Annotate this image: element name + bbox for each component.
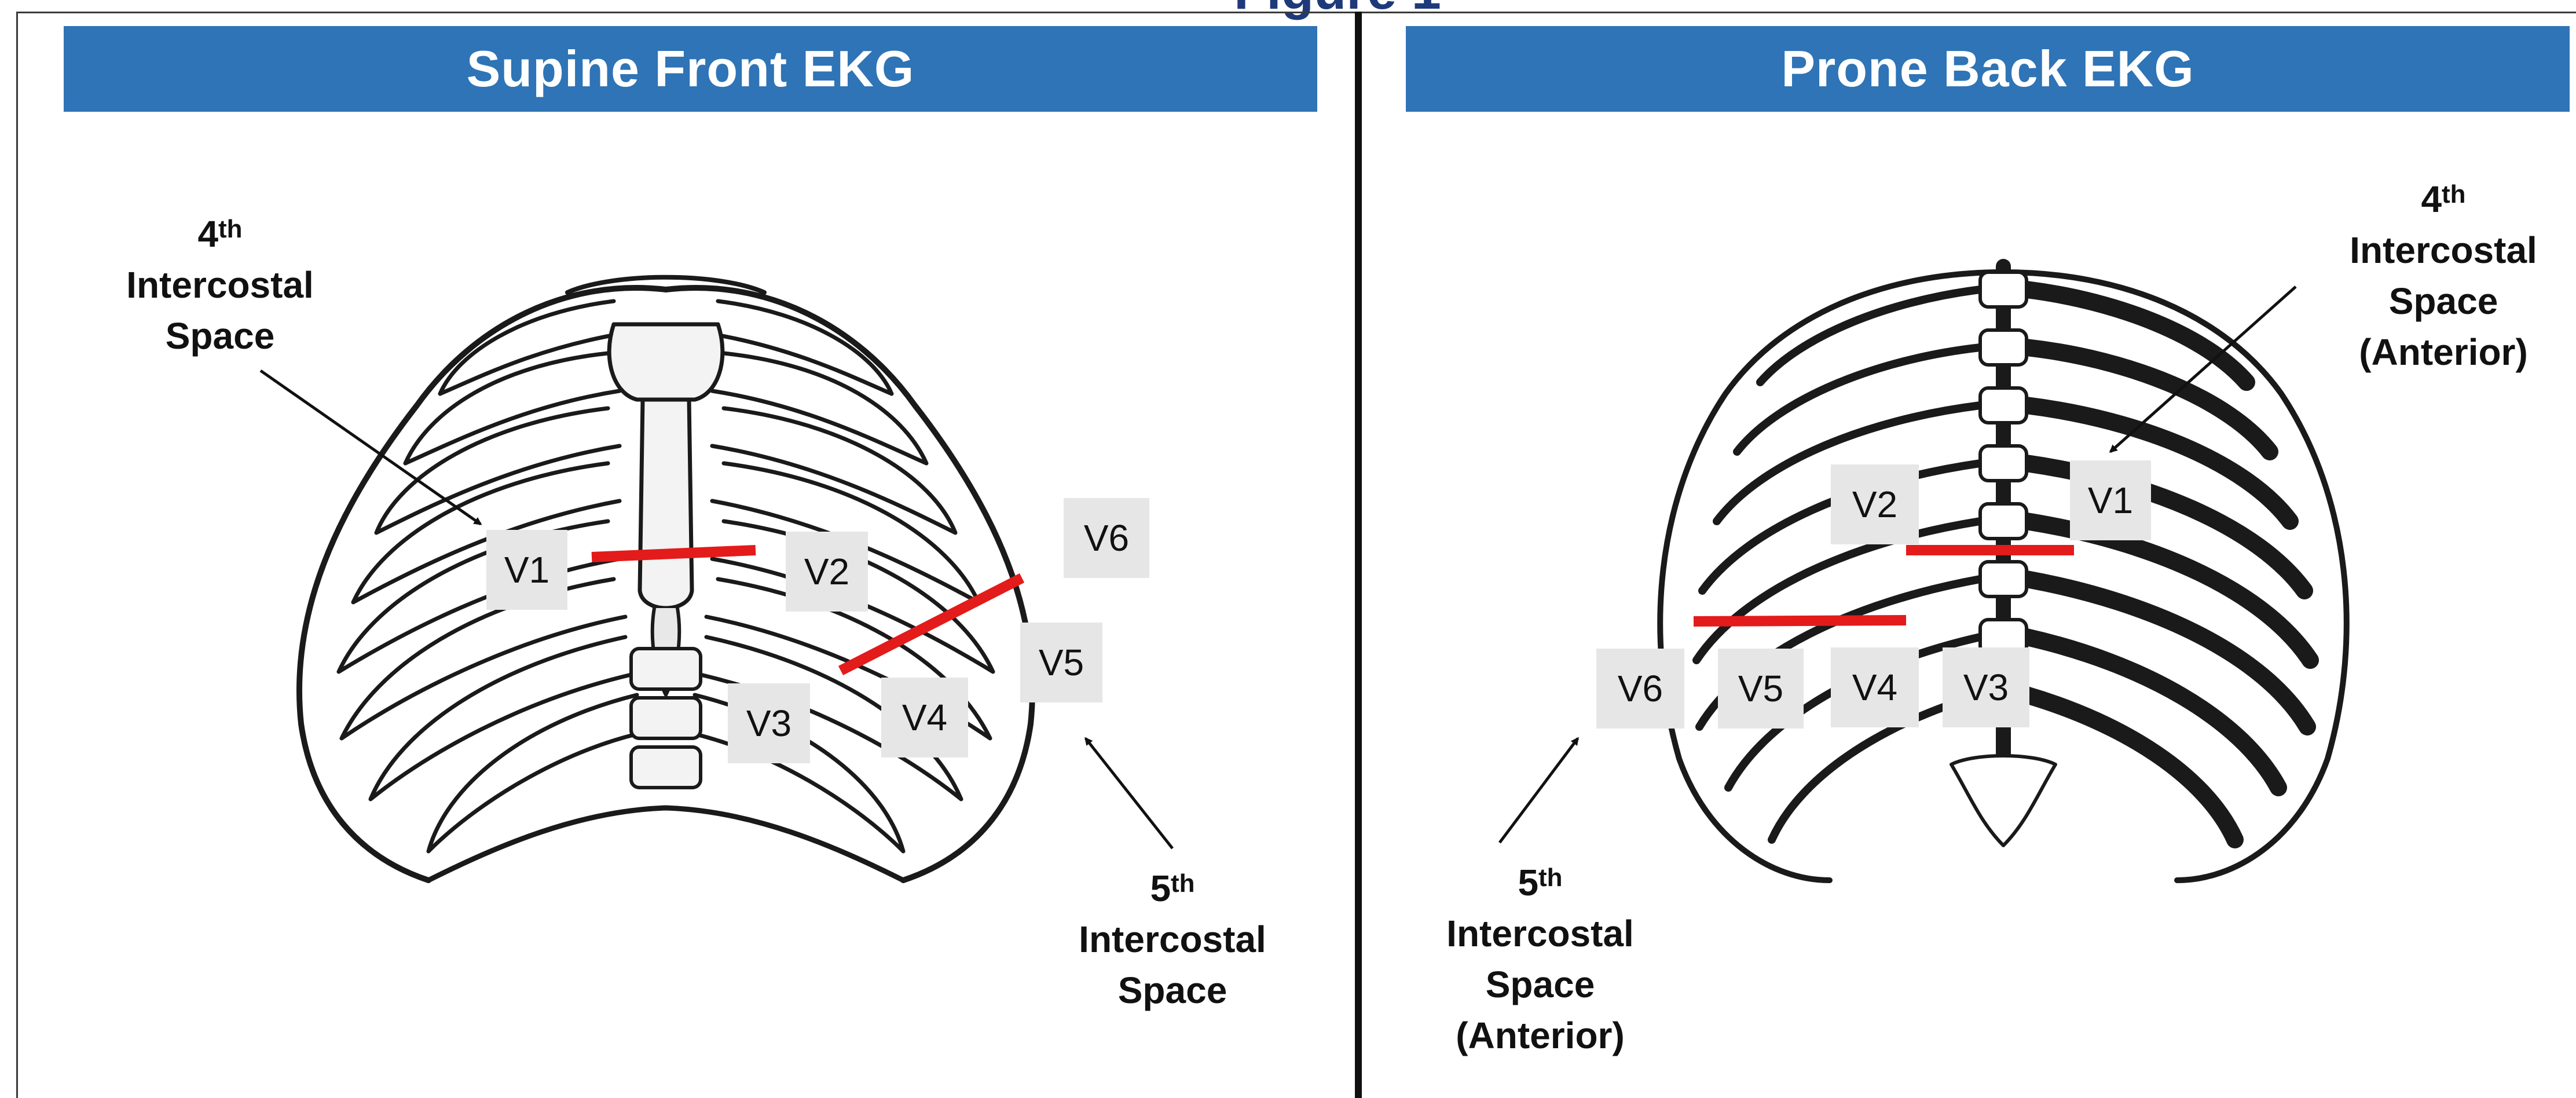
- right-lead-label-v4: V4: [1831, 647, 1919, 727]
- right-v3-v6-placement-line: [1694, 620, 1906, 621]
- back-rib-cage-icon: [1660, 266, 2347, 880]
- left-top-annotation-line1: Intercostal: [93, 259, 347, 310]
- front-rib-cage-icon: [299, 277, 1032, 880]
- left-lead-label-v5: V5: [1020, 623, 1102, 702]
- left-bottom-annotation-line2: Space: [1042, 965, 1303, 1016]
- right-lead-label-v5: V5: [1718, 649, 1804, 729]
- right-top-annotation: 4th Intercostal Space (Anterior): [2316, 174, 2571, 378]
- right-lead-label-v3: V3: [1943, 647, 2029, 727]
- figure-frame-top: [16, 12, 2576, 13]
- right-lead-label-v2: V2: [1831, 464, 1919, 544]
- left-lead-label-v1: V1: [486, 530, 567, 610]
- right-bottom-annotation-line3: (Anterior): [1419, 1010, 1662, 1061]
- left-lead-label-v2: V2: [786, 532, 868, 612]
- right-bottom-annotation-arrow: [1500, 738, 1578, 843]
- right-top-annotation-line2: Space: [2316, 276, 2571, 327]
- left-v1-v2-placement-line: [592, 550, 756, 557]
- left-bottom-annotation-arrow: [1086, 738, 1172, 848]
- panel-divider: [1355, 12, 1362, 1098]
- left-bottom-annotation-line1: Intercostal: [1042, 914, 1303, 965]
- right-top-annotation-line1: Intercostal: [2316, 225, 2571, 276]
- left-bottom-annotation: 5th Intercostal Space: [1042, 863, 1303, 1016]
- left-lead-label-v4: V4: [881, 678, 968, 757]
- right-panel-header: Prone Back EKG: [1406, 26, 2570, 112]
- right-top-annotation-arrow: [2110, 287, 2296, 452]
- right-bottom-annotation-line1: Intercostal: [1419, 908, 1662, 959]
- left-lead-label-v6: V6: [1064, 498, 1149, 578]
- right-bottom-annotation: 5th Intercostal Space (Anterior): [1419, 857, 1662, 1061]
- left-top-annotation-arrow: [261, 371, 481, 524]
- left-top-annotation: 4th Intercostal Space: [93, 208, 347, 361]
- right-lead-label-v1: V1: [2070, 460, 2151, 540]
- figure-title: Figure 1: [1204, 0, 1471, 17]
- right-lead-label-v6: V6: [1596, 649, 1684, 729]
- left-panel-header: Supine Front EKG: [64, 26, 1317, 112]
- left-lead-label-v3: V3: [728, 683, 810, 763]
- left-top-annotation-line2: Space: [93, 310, 347, 361]
- right-bottom-annotation-line2: Space: [1419, 959, 1662, 1010]
- figure-frame-left: [16, 12, 18, 1098]
- right-top-annotation-line3: (Anterior): [2316, 327, 2571, 378]
